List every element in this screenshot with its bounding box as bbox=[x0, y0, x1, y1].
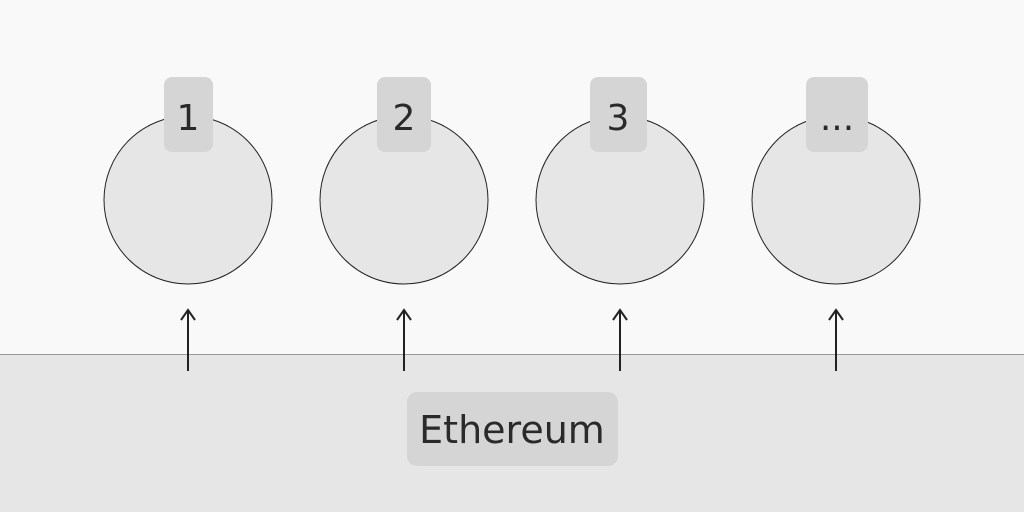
node-2: 2 bbox=[319, 77, 489, 371]
up-arrow-icon bbox=[180, 308, 196, 371]
node-label-box bbox=[164, 77, 213, 152]
ethereum-label: Ethereum bbox=[407, 392, 618, 466]
node-label-box bbox=[377, 77, 431, 152]
up-arrow-icon bbox=[612, 308, 628, 371]
node-label: 3 bbox=[607, 98, 630, 139]
up-arrow-icon bbox=[396, 308, 412, 371]
node-1: 1 bbox=[103, 77, 273, 371]
node-label: 1 bbox=[177, 98, 200, 139]
ethereum-label-text: Ethereum bbox=[419, 408, 605, 452]
node-label: ... bbox=[820, 98, 854, 139]
node-label-box bbox=[590, 77, 647, 152]
node-label: 2 bbox=[393, 98, 416, 139]
up-arrow-icon bbox=[828, 308, 844, 371]
node-more: ... bbox=[751, 77, 921, 371]
node-label-box bbox=[806, 77, 868, 152]
ethereum-label-box bbox=[407, 392, 618, 466]
node-3: 3 bbox=[535, 77, 705, 371]
